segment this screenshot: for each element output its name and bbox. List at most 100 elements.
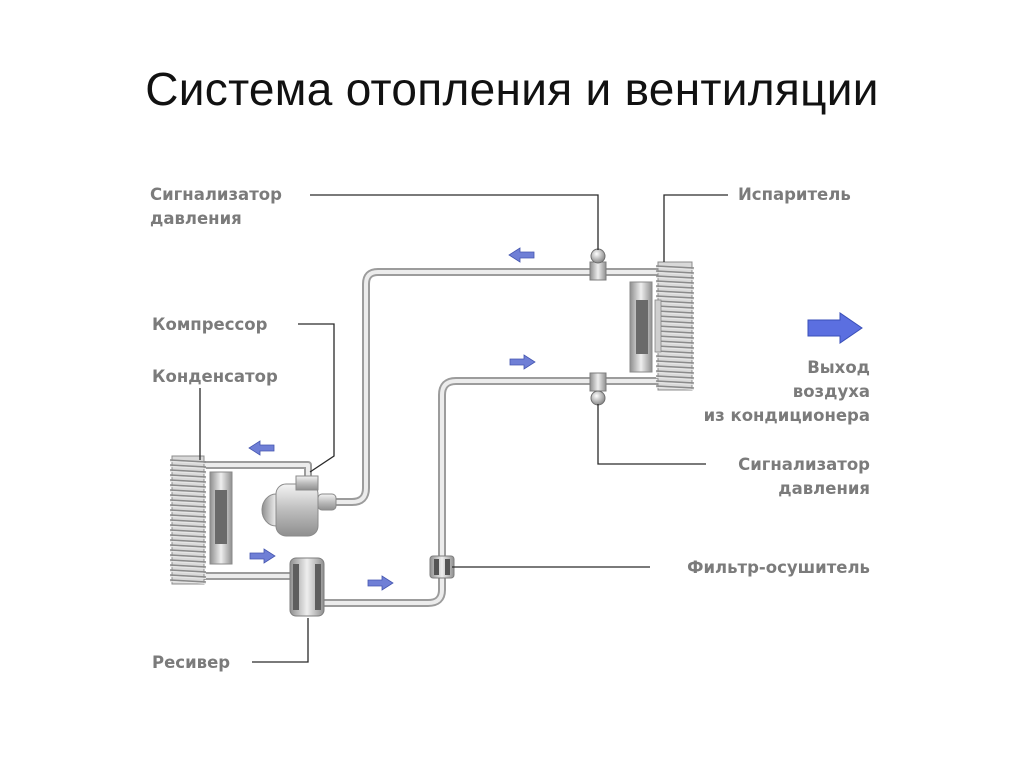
fin [169,519,207,523]
fin-highlight [655,322,695,325]
fin [655,285,695,289]
fin [655,385,695,389]
fin-highlight [169,511,207,514]
label-evaporator: Испаритель [738,185,851,204]
fin [655,280,695,284]
fin [169,574,207,578]
evaporator [629,261,695,391]
fin-highlight [169,506,207,509]
fin [169,489,207,493]
fin-highlight [169,481,207,484]
fin [655,270,695,274]
fin-highlight [655,372,695,375]
fin [169,504,207,508]
fin [655,365,695,369]
fin [655,305,695,309]
fin-highlight [655,382,695,385]
fin-highlight [655,287,695,290]
fin [655,300,695,304]
fin [655,315,695,319]
fin [169,494,207,498]
fin-highlight [169,491,207,494]
fin [169,509,207,513]
air-outlet-arrow [807,312,863,344]
fin-highlight [169,561,207,564]
fin [169,524,207,528]
label-pressure-switch-bottom-2: давления [778,479,870,498]
fin-highlight [169,476,207,479]
fin [655,290,695,294]
fin [169,459,207,463]
fin [169,569,207,573]
fin-highlight [655,317,695,320]
fin [655,345,695,349]
fin-highlight [655,347,695,350]
fin [169,464,207,468]
fin-highlight [655,327,695,330]
fin-highlight [169,521,207,524]
fin-highlight [655,312,695,315]
fin-highlight [655,342,695,345]
fin [655,275,695,279]
fin [655,320,695,324]
fin [169,534,207,538]
fin [655,340,695,344]
fin-highlight [169,461,207,464]
fin-highlight [169,516,207,519]
fin [655,325,695,329]
pressure-switch-bottom [589,372,607,406]
fin [169,544,207,548]
fin-highlight [169,496,207,499]
fin-highlight [655,357,695,360]
fin [655,380,695,384]
fin [655,375,695,379]
filter-dryer [429,555,455,579]
fin [655,370,695,374]
labels: Сигнализатор давления Испаритель Компрес… [150,185,870,672]
fin-highlight [169,551,207,554]
fin [169,469,207,473]
fin-highlight [169,556,207,559]
arrow-right-icon [249,548,276,564]
arrow-right-icon [248,440,275,456]
fin-highlight [655,272,695,275]
fin [169,499,207,503]
page-title: Система отопления и вентиляции [145,63,879,115]
fin-highlight [655,337,695,340]
receiver [289,557,325,617]
fin [169,564,207,568]
fin-highlight [169,501,207,504]
label-pressure-switch-top-2: давления [150,209,242,228]
fin-highlight [169,536,207,539]
fin-highlight [655,307,695,310]
fin [169,479,207,483]
fin-highlight [655,302,695,305]
label-compressor: Компрессор [152,315,268,334]
fin-highlight [655,352,695,355]
fin [169,549,207,553]
label-filter-dryer: Фильтр-осушитель [687,558,870,577]
fin-highlight [169,486,207,489]
fin-highlight [169,541,207,544]
fin [169,514,207,518]
fin [655,335,695,339]
fin [169,529,207,533]
label-condenser: Конденсатор [152,367,278,386]
fin-highlight [655,387,695,390]
label-pressure-switch-bottom-1: Сигнализатор [738,455,870,474]
fin-highlight [169,566,207,569]
fin-highlight [169,531,207,534]
fin-highlight [655,267,695,270]
fin [655,360,695,364]
fin [169,554,207,558]
fin-highlight [655,377,695,380]
fin-highlight [169,526,207,529]
fin [169,559,207,563]
leader-lines [199,194,728,663]
fin [655,265,695,269]
fin [655,310,695,314]
fin [655,350,695,354]
pipes [192,268,668,607]
arrow-right-icon [367,575,394,591]
